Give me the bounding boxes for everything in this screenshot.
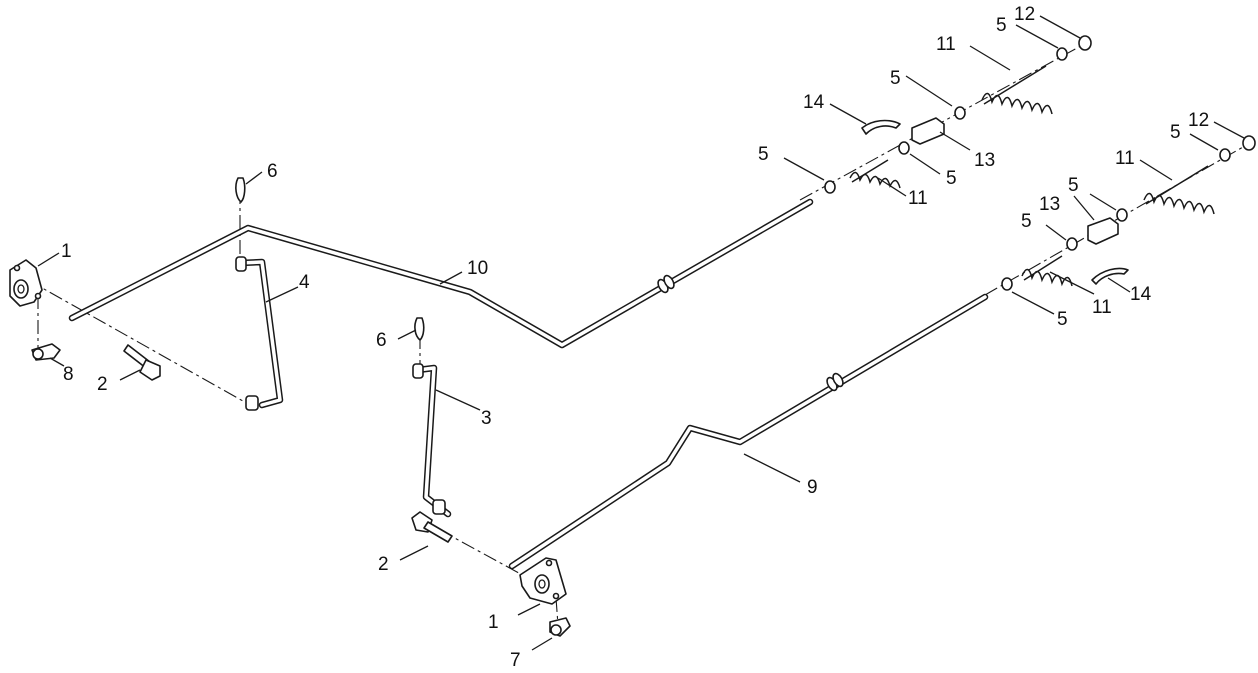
callout-5-a: 5 bbox=[758, 144, 769, 165]
callout-5-g: 5 bbox=[1170, 122, 1181, 143]
callout-11-d: 11 bbox=[1092, 297, 1112, 318]
centerlines bbox=[27, 41, 1251, 626]
callout-2-lower: 2 bbox=[378, 554, 389, 575]
callout-11-a: 11 bbox=[908, 188, 928, 209]
callout-12-b: 12 bbox=[1188, 110, 1209, 131]
callout-6-lower: 6 bbox=[376, 330, 387, 351]
callout-12-a: 12 bbox=[1014, 4, 1035, 25]
spring-assembly-upper bbox=[824, 35, 1092, 194]
pivot-bolt-2-upper bbox=[123, 344, 161, 381]
hairpin-cotter-6-lower bbox=[414, 317, 425, 341]
bellcrank-1-lower bbox=[519, 557, 567, 605]
callout-7: 7 bbox=[510, 650, 521, 671]
hairpin-cotter-6-upper bbox=[235, 177, 246, 203]
callout-6-upper: 6 bbox=[267, 161, 278, 182]
callout-9: 9 bbox=[807, 477, 818, 498]
callout-2-upper: 2 bbox=[97, 374, 108, 395]
rod-10 bbox=[68, 198, 814, 349]
callout-11-b: 11 bbox=[936, 34, 956, 55]
callout-5-c: 5 bbox=[996, 15, 1007, 36]
callout-5-e: 5 bbox=[1068, 175, 1079, 196]
callout-10: 10 bbox=[467, 258, 488, 279]
clip-7 bbox=[549, 617, 571, 637]
callout-5-d: 5 bbox=[946, 168, 957, 189]
callout-1-upper: 1 bbox=[61, 241, 72, 262]
pivot-bolt-2-lower bbox=[411, 511, 453, 543]
callout-13-b: 13 bbox=[1039, 194, 1060, 215]
callouts: 1 1 2 2 3 4 5 5 5 5 5 5 5 5 6 6 7 8 9 10… bbox=[61, 4, 1209, 671]
rod-3 bbox=[412, 363, 452, 518]
callout-13-a: 13 bbox=[974, 150, 995, 171]
leader-lines bbox=[37, 15, 1245, 651]
callout-11-c: 11 bbox=[1115, 148, 1135, 169]
callout-5-f: 5 bbox=[1021, 211, 1032, 232]
callout-4: 4 bbox=[299, 272, 310, 293]
callout-5-h: 5 bbox=[1057, 309, 1068, 330]
callout-8: 8 bbox=[63, 364, 74, 385]
rod-9 bbox=[508, 293, 989, 570]
callout-14-a: 14 bbox=[803, 92, 825, 113]
callout-5-b: 5 bbox=[890, 68, 901, 89]
bellcrank-1-upper bbox=[9, 259, 43, 307]
spring-assembly-lower bbox=[1001, 135, 1256, 291]
clip-8 bbox=[31, 343, 61, 361]
callout-3: 3 bbox=[481, 408, 492, 429]
rod-4 bbox=[235, 256, 284, 411]
callout-1-lower: 1 bbox=[488, 612, 499, 633]
callout-14-b: 14 bbox=[1130, 284, 1152, 305]
